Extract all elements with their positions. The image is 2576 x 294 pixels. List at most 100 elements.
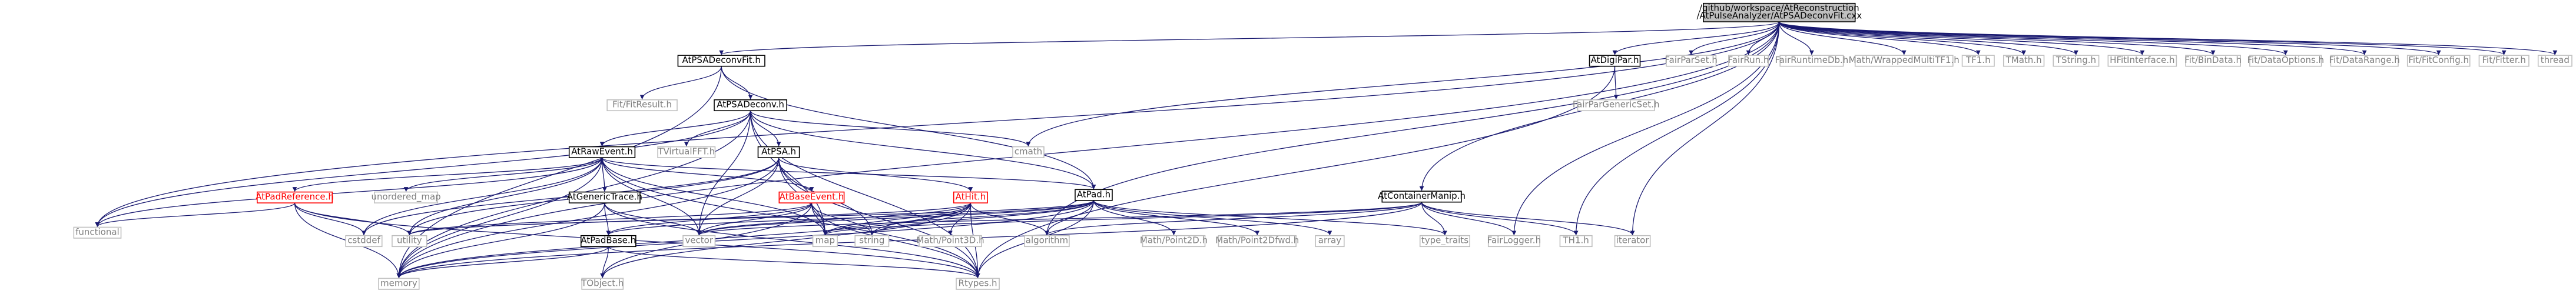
node-label-fitconfig: Fit/FitConfig.h — [2408, 55, 2469, 65]
edge-containermanip-to-fairlogger — [1421, 202, 1517, 236]
node-label-fairruntimedb: FairRuntimeDb.h — [1775, 55, 1849, 65]
node-padbase[interactable]: AtPadBase.h — [580, 235, 636, 248]
node-baseevent[interactable]: AtBaseEvent.h — [778, 192, 845, 203]
node-box-deconv_h — [714, 99, 787, 112]
node-rtypes: Rtypes.h — [956, 278, 1000, 290]
node-root[interactable]: /github/workspace/AtReconstruction/AtPul… — [1696, 2, 1862, 22]
node-box-fitconfig — [2406, 55, 2471, 67]
node-label-datarange: Fit/DataRange.h — [2329, 55, 2400, 65]
node-box-dataoptions — [2249, 55, 2322, 67]
node-point2dfwd: Math/Point2Dfwd.h — [1215, 235, 1299, 248]
node-box-generictrace — [568, 191, 641, 203]
edge-rawevent-to-utility — [407, 158, 603, 236]
node-digipar[interactable]: AtDigiPar.h — [1589, 55, 1641, 67]
node-label-root: /AtPulseAnalyzer/AtPSADeconvFit.cxx — [1696, 10, 1862, 21]
node-deconvfit_h[interactable]: AtPSADeconvFit.h — [677, 55, 765, 67]
node-label-type_traits: type_traits — [1421, 235, 1468, 246]
node-generictrace[interactable]: AtGenericTrace.h — [567, 192, 642, 203]
node-functional: functional — [73, 226, 122, 239]
edge-deconvfit_h-to-atpad — [721, 66, 1096, 189]
node-cmath: cmath — [1012, 146, 1045, 158]
node-atpsa[interactable]: AtPSA.h — [757, 146, 800, 158]
node-label-fitter: Fit/Fitter.h — [2482, 55, 2526, 65]
node-box-containermanip — [1381, 191, 1462, 203]
edge-padref-to-functional — [95, 202, 296, 228]
edge-atpad-to-string — [870, 200, 1095, 236]
node-box-rtypes — [956, 278, 1000, 290]
node-box-root — [1703, 2, 1856, 22]
node-containermanip[interactable]: AtContainerManip.h — [1378, 191, 1466, 203]
node-label-cstddef: cstddef — [347, 235, 380, 246]
node-type_traits: type_traits — [1419, 235, 1471, 248]
node-label-array: array — [1318, 235, 1341, 246]
node-iterator: iterator — [1614, 235, 1651, 248]
node-box-tmath — [2003, 55, 2045, 67]
node-box-fairlogger — [1487, 235, 1540, 248]
node-label-fitresult: Fit/FitResult.h — [612, 99, 672, 110]
node-rawevent[interactable]: AtRawEvent.h — [568, 146, 636, 158]
edge-rawevent-to-memory — [396, 158, 603, 278]
node-box-datarange — [2330, 55, 2399, 67]
edge-atpad-to-padbase — [606, 200, 1095, 236]
node-label-tstring: TString.h — [2056, 55, 2096, 65]
node-athit[interactable]: AtHit.h — [953, 192, 988, 203]
node-label-tmath: TMath.h — [2005, 55, 2042, 65]
node-label-th1: TH1.h — [1563, 235, 1589, 246]
edge-athit-to-utility — [407, 202, 972, 236]
edge-root-to-thread — [1779, 21, 2557, 55]
node-label-atpsa: AtPSA.h — [761, 146, 796, 157]
node-box-algorithm — [1024, 235, 1070, 248]
node-label-map: map — [815, 235, 835, 246]
node-box-string — [854, 235, 890, 248]
node-label-thread: thread — [2541, 55, 2570, 65]
node-label-point2d: Math/Point2D.h — [1140, 235, 1208, 246]
node-label-iterator: iterator — [1616, 235, 1650, 246]
edge-root-to-tmath — [1779, 21, 2026, 55]
node-label-fairparset: FairParSet.h — [1665, 55, 1717, 65]
node-box-type_traits — [1419, 235, 1471, 248]
node-box-fairpargenericset — [1577, 99, 1655, 112]
node-box-cstddef — [345, 235, 383, 248]
edge-root-to-bindata — [1779, 21, 2216, 55]
edge-containermanip-to-memory — [396, 202, 1423, 278]
node-label-fairrun: FairRun.h — [1728, 55, 1769, 65]
node-label-deconvfit_h: AtPSADeconvFit.h — [682, 55, 760, 65]
node-unordered_map: unordered_map — [371, 192, 441, 203]
node-thread: thread — [2537, 55, 2572, 67]
node-label-tf1: TF1.h — [1965, 55, 1991, 65]
node-label-padbase: AtPadBase.h — [581, 235, 636, 246]
node-box-wrappedmultitf1 — [1854, 55, 1954, 67]
node-fitconfig: Fit/FitConfig.h — [2406, 55, 2471, 67]
node-label-tvirtualfft: TVirtualFFT.h — [657, 146, 715, 157]
node-atpad[interactable]: AtPad.h — [1075, 189, 1113, 201]
edge-athit-to-algorithm — [970, 202, 1049, 236]
edge-deconv_h-to-atpsa — [750, 111, 781, 146]
node-box-point2dfwd — [1218, 235, 1297, 248]
node-utility: utility — [392, 235, 427, 248]
edge-containermanip-to-th1 — [1421, 202, 1579, 236]
node-padref[interactable]: AtPadReference.h — [256, 192, 334, 203]
edge-atpad-to-map — [823, 200, 1095, 236]
node-box-hfitinterface — [2107, 55, 2177, 67]
node-th1: TH1.h — [1559, 235, 1593, 248]
edge-root-to-dataoptions — [1779, 21, 2288, 55]
node-label-dataoptions: Fit/DataOptions.h — [2247, 55, 2324, 65]
node-tf1: TF1.h — [1961, 55, 1995, 67]
node-box-rawevent — [568, 146, 636, 158]
node-box-fairrun — [1728, 55, 1769, 67]
edge-rawevent-to-atpad — [601, 157, 1096, 189]
node-fairparset: FairParSet.h — [1665, 55, 1718, 67]
edge-digipar-to-rtypes — [975, 66, 1616, 278]
node-box-fairparset — [1666, 55, 1717, 67]
node-box-tstring — [2053, 55, 2100, 67]
node-label-tobject: TObject.h — [581, 278, 624, 288]
node-deconv_h[interactable]: AtPSADeconv.h — [714, 99, 787, 112]
node-box-padref — [256, 191, 333, 203]
node-bindata: Fit/BinData.h — [2184, 55, 2242, 67]
edge-root-to-cmath — [1026, 22, 1780, 146]
edge-root-to-iterator — [1630, 22, 1780, 236]
edge-padref-to-cstddef — [294, 203, 366, 236]
node-box-point3d — [919, 235, 982, 248]
edge-deconv_h-to-map — [750, 111, 828, 236]
node-wrappedmultitf1: Math/WrappedMultiTF1.h — [1849, 55, 1960, 67]
